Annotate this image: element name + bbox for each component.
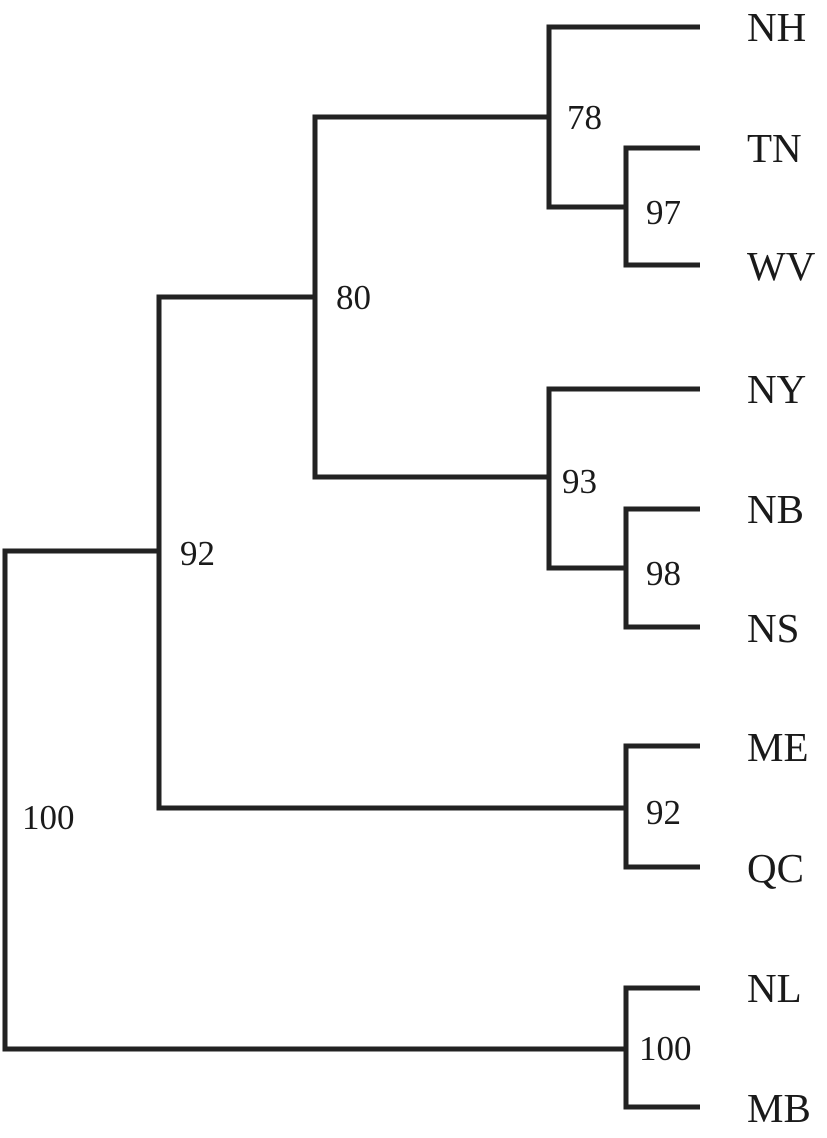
- leaf-label: MB: [747, 1085, 811, 1131]
- leaf-label: TN: [747, 125, 802, 171]
- support-value: 100: [22, 798, 75, 837]
- support-value: 92: [646, 793, 681, 832]
- support-value: 98: [646, 554, 681, 593]
- support-value: 80: [336, 278, 371, 317]
- support-value: 93: [562, 462, 597, 501]
- leaf-label: NL: [747, 965, 802, 1011]
- support-values: 97 78 98 93 80 92 92 100 100: [22, 98, 692, 1068]
- support-value: 92: [180, 534, 215, 573]
- leaf-label: NB: [747, 486, 804, 532]
- leaf-label: ME: [747, 724, 809, 770]
- leaf-labels: NH TN WV NY NB NS ME QC NL MB: [747, 4, 816, 1131]
- leaf-label: QC: [747, 845, 804, 891]
- support-value: 100: [639, 1029, 692, 1068]
- branches: [2, 24, 700, 1110]
- support-value: 78: [567, 98, 602, 137]
- leaf-label: NY: [747, 366, 806, 412]
- branch-root: [2, 548, 626, 1052]
- leaf-label: NS: [747, 605, 799, 651]
- leaf-label: WV: [747, 243, 816, 289]
- leaf-label: NH: [747, 4, 806, 50]
- branch-eight: [156, 294, 626, 811]
- support-value: 97: [646, 193, 681, 232]
